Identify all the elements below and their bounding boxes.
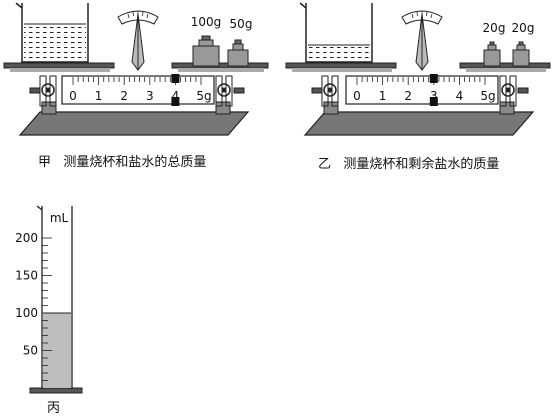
weight-label: 20g <box>512 21 535 35</box>
weight-20g: 20g <box>512 21 535 67</box>
panel-label: 丙 <box>47 401 61 416</box>
pointer <box>401 10 443 71</box>
ruler-label: 0 <box>353 89 361 103</box>
caption-yi: 乙 测量烧杯和剩余盐水的质量 <box>318 153 499 172</box>
ruler-label: 4 <box>172 89 180 103</box>
balance-base <box>303 111 535 136</box>
balance-yi: 0 1 2 3 4 5g 20g <box>285 2 551 136</box>
left-pan <box>285 62 397 69</box>
beaker <box>299 2 373 63</box>
panel-label: 甲 <box>38 155 52 170</box>
balance-base <box>18 111 250 136</box>
cylinder-label: 100 <box>15 306 38 320</box>
rider-top <box>429 74 438 83</box>
leveling-screw-right <box>215 75 245 107</box>
weight-label: 100g <box>191 15 222 29</box>
saltwater <box>308 45 370 61</box>
graduated-cylinder: 200 150 100 50 mL <box>15 205 83 394</box>
ruler-label: 2 <box>120 89 128 103</box>
cylinder-label: 50 <box>23 344 38 358</box>
balance-beam <box>61 75 215 105</box>
rider-bottom <box>171 97 180 106</box>
beam-ruler: 0 1 2 3 4 5g <box>69 74 212 106</box>
pointer <box>117 10 159 71</box>
left-pan <box>3 62 115 69</box>
ruler-label: 5g <box>196 89 211 103</box>
cylinder-label: 150 <box>15 269 38 283</box>
caption-text: 测量烧杯和盐水的总质量 <box>63 155 207 170</box>
weight-label: 20g <box>483 21 506 35</box>
leveling-screw-left <box>311 75 339 107</box>
cylinder-unit: mL <box>50 211 69 225</box>
beaker <box>15 2 89 63</box>
weight-100g: 100g <box>191 15 222 67</box>
cylinder-label: 200 <box>15 231 38 245</box>
ruler-label: 1 <box>379 89 387 103</box>
ruler-label: 2 <box>404 89 412 103</box>
caption-jia: 甲 测量烧杯和盐水的总质量 <box>38 151 206 170</box>
leveling-screw-right <box>499 75 529 107</box>
weight-label: 50g <box>230 17 253 31</box>
ruler-label: 5g <box>480 89 495 103</box>
right-pan <box>171 62 269 69</box>
caption-text: 测量烧杯和剩余盐水的质量 <box>343 157 500 172</box>
right-pan <box>459 62 551 69</box>
ruler-label: 3 <box>146 89 154 103</box>
panel-label: 乙 <box>318 157 332 172</box>
rider-top <box>171 74 180 83</box>
ruler-label: 3 <box>430 89 438 103</box>
weight-50g: 50g <box>227 17 253 67</box>
balance-beam <box>345 75 499 105</box>
saltwater <box>24 24 86 61</box>
ruler-label: 0 <box>69 89 77 103</box>
balance-jia: 0 1 2 3 4 5g 100g <box>3 2 269 136</box>
rider-bottom <box>429 97 438 106</box>
cylinder-base <box>29 387 83 394</box>
caption-bing: 丙 <box>47 397 60 416</box>
ruler-label: 1 <box>95 89 103 103</box>
weight-20g: 20g <box>483 21 506 67</box>
leveling-screw-left <box>29 75 57 107</box>
beam-ruler: 0 1 2 3 4 5g <box>353 74 496 106</box>
cylinder-scale: 200 150 100 50 <box>15 231 52 381</box>
ruler-label: 4 <box>456 89 464 103</box>
